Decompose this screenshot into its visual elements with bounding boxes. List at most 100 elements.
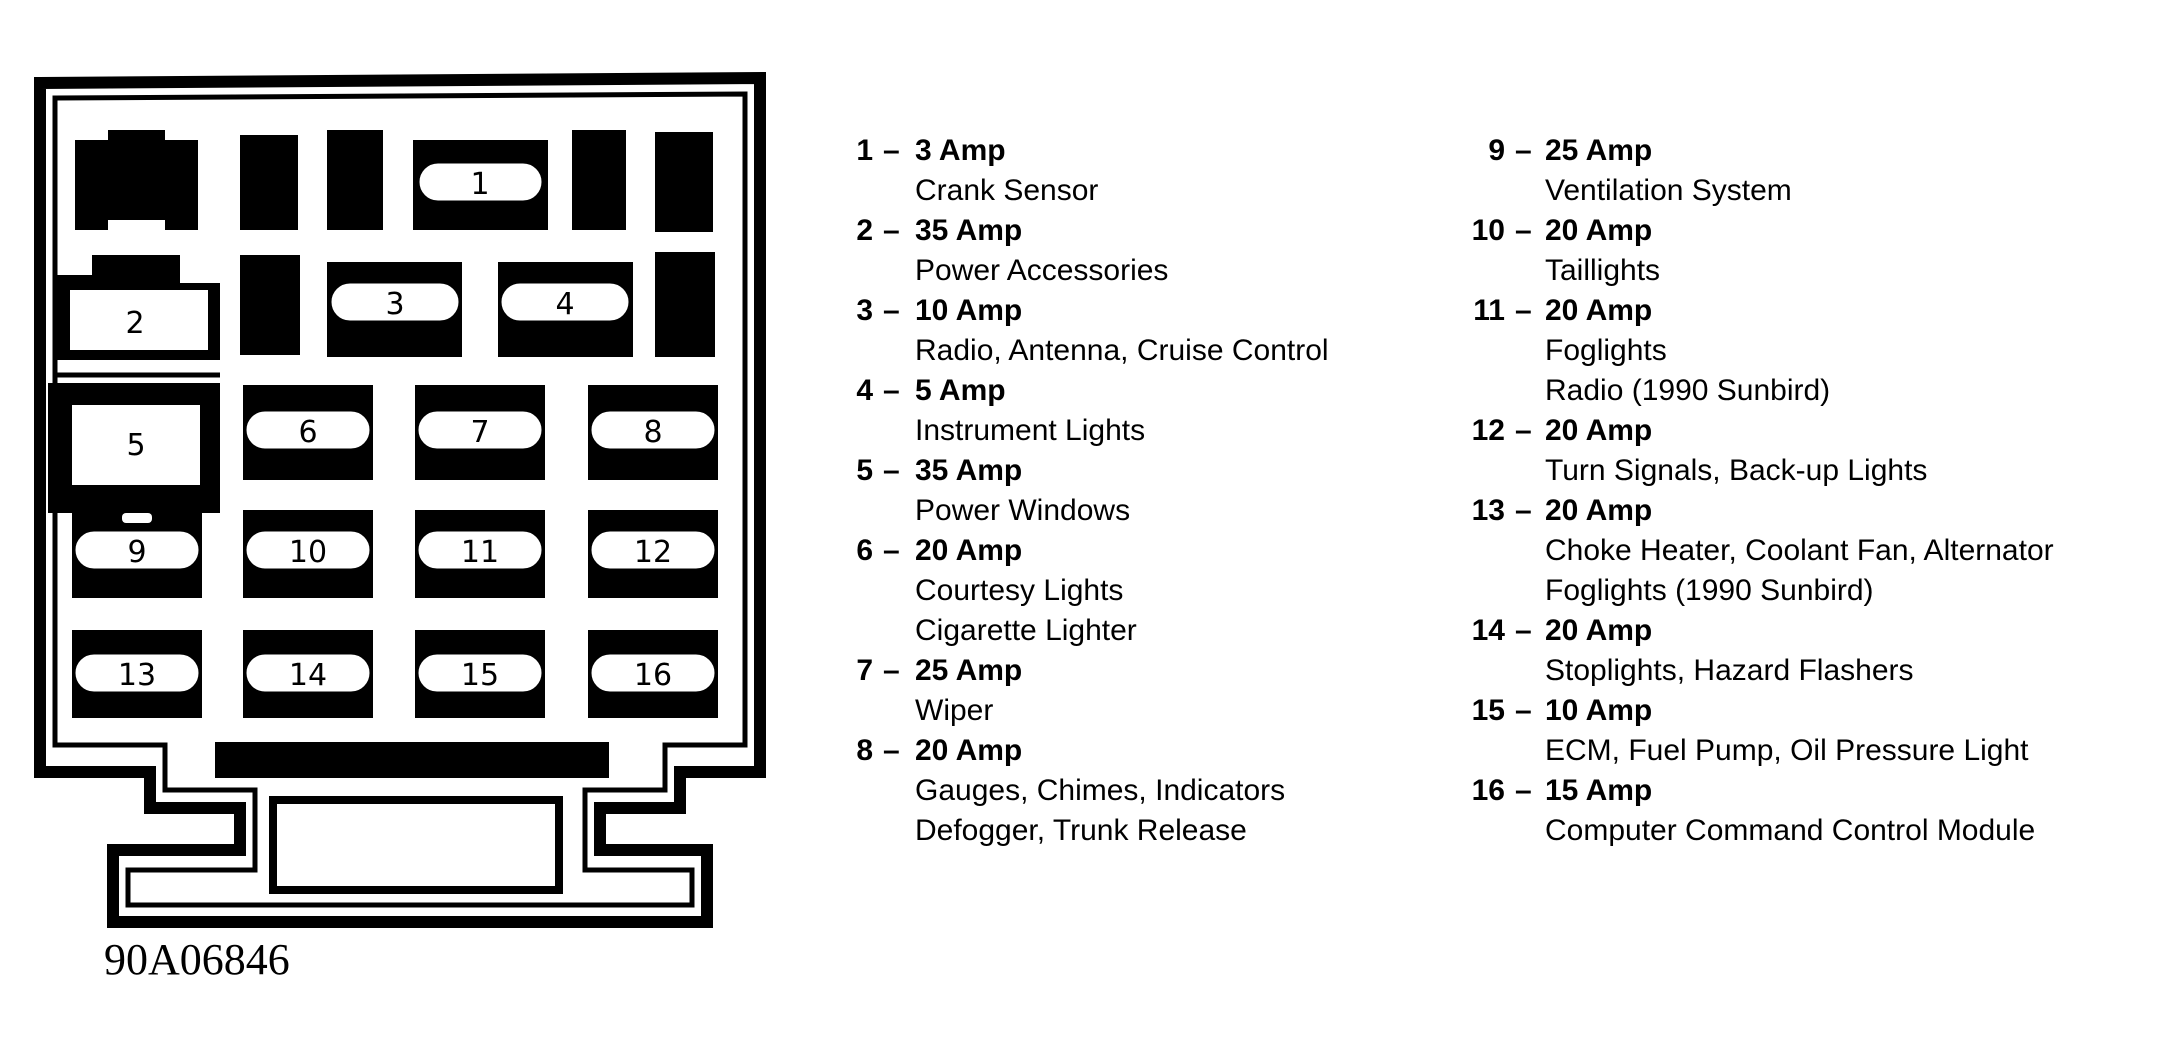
fuse-number: 12 bbox=[1471, 414, 1505, 447]
fuse-circuit: Courtesy Lights bbox=[915, 574, 1124, 607]
dash: – bbox=[883, 134, 900, 167]
fuse-number: 3 bbox=[856, 294, 873, 327]
dash: – bbox=[1515, 414, 1532, 447]
fuse-rating: 20 Amp bbox=[915, 734, 1023, 767]
fuse-rating: 20 Amp bbox=[1545, 294, 1653, 327]
fuse-row-1 bbox=[75, 130, 713, 232]
fuse-block-inner-outline bbox=[52, 91, 748, 908]
fuse-circuit: Power Windows bbox=[915, 494, 1131, 527]
fuse-circuit: Power Accessories bbox=[915, 254, 1169, 287]
dash: – bbox=[883, 374, 900, 407]
dash: – bbox=[1515, 134, 1532, 167]
fuse-number: 8 bbox=[856, 734, 873, 767]
fuse-3-label: 3 bbox=[385, 287, 404, 322]
fuse-block-diagram: 1 2 3 4 5 6 7 8 9 10 11 12 13 14 15 16 bbox=[34, 71, 766, 928]
fuse-16 bbox=[588, 651, 718, 695]
fuse-number: 2 bbox=[856, 214, 873, 247]
fuse-number: 7 bbox=[856, 654, 873, 687]
fuse-circuit: Taillights bbox=[1545, 254, 1661, 287]
fuse-rating: 35 Amp bbox=[915, 454, 1023, 487]
fuse-circuit: Crank Sensor bbox=[915, 174, 1099, 207]
fuse-rating: 20 Amp bbox=[1545, 494, 1653, 527]
fuse-3 bbox=[328, 280, 462, 324]
fuse-number: 10 bbox=[1471, 214, 1505, 247]
fuse-circuit: Stoplights, Hazard Flashers bbox=[1545, 654, 1914, 687]
fuse-entry-12: 12– 20 Amp Turn Signals, Back-up Lights bbox=[1465, 411, 2054, 491]
dash: – bbox=[1515, 774, 1532, 807]
fuse-circuit: Foglights bbox=[1545, 334, 1667, 367]
fuse-circuit: Turn Signals, Back-up Lights bbox=[1545, 454, 1928, 487]
fuse-entry-13: 13– 20 Amp Choke Heater, Coolant Fan, Al… bbox=[1465, 491, 2054, 611]
fuse-circuit: Cigarette Lighter bbox=[915, 614, 1137, 647]
fuse-legend-right: 9– 25 Amp Ventilation System 10– 20 Amp … bbox=[1465, 131, 2054, 851]
fuse-rating: 35 Amp bbox=[915, 214, 1023, 247]
fuse-9-indicator bbox=[122, 513, 152, 523]
fuse-entry-11: 11– 20 Amp Foglights Radio (1990 Sunbird… bbox=[1465, 291, 2054, 411]
fuse-14 bbox=[243, 651, 373, 695]
fuse-entry-4: 4– 5 Amp Instrument Lights bbox=[833, 371, 1329, 451]
fuse-circuit: Ventilation System bbox=[1545, 174, 1792, 207]
dash: – bbox=[883, 294, 900, 327]
dash: – bbox=[883, 454, 900, 487]
fuse-circuit: Instrument Lights bbox=[915, 414, 1146, 447]
fuse-8 bbox=[588, 408, 718, 452]
fuse-legend-left: 1– 3 Amp Crank Sensor 2– 35 Amp Power Ac… bbox=[833, 131, 1329, 851]
fuse-entry-6: 6– 20 Amp Courtesy Lights Cigarette Ligh… bbox=[833, 531, 1329, 651]
fuse-8-label: 8 bbox=[643, 415, 662, 450]
fuse-rating: 10 Amp bbox=[915, 294, 1023, 327]
fuse-block-housing bbox=[34, 71, 766, 928]
fuse-rating: 20 Amp bbox=[1545, 614, 1653, 647]
connector-slot bbox=[269, 796, 563, 894]
fuse-circuit: Choke Heater, Coolant Fan, Alternator bbox=[1545, 534, 2054, 567]
fuse-circuit: Wiper bbox=[915, 694, 994, 727]
fuse-entry-7: 7– 25 Amp Wiper bbox=[833, 651, 1329, 731]
fuse-1-label: 1 bbox=[470, 167, 489, 202]
fuse-14-label: 14 bbox=[289, 658, 327, 693]
fuse-number: 15 bbox=[1471, 694, 1505, 727]
empty-fuse-slot bbox=[655, 132, 713, 232]
fuse-number: 14 bbox=[1471, 614, 1505, 647]
fuse-6-label: 6 bbox=[298, 415, 317, 450]
fuse-rating: 15 Amp bbox=[1545, 774, 1653, 807]
empty-fuse-slot bbox=[75, 130, 198, 230]
dash: – bbox=[883, 654, 900, 687]
fuse-entry-1: 1– 3 Amp Crank Sensor bbox=[833, 131, 1329, 211]
dash: – bbox=[1515, 694, 1532, 727]
fuse-rating: 25 Amp bbox=[915, 654, 1023, 687]
fuse-circuit: Gauges, Chimes, Indicators bbox=[915, 774, 1286, 807]
fuse-9-label: 9 bbox=[127, 535, 146, 570]
fuse-13 bbox=[72, 651, 202, 695]
dash: – bbox=[1515, 214, 1532, 247]
fuse-circuit: Defogger, Trunk Release bbox=[915, 814, 1247, 847]
fuse-number: 9 bbox=[1488, 134, 1505, 167]
fuse-rating: 10 Amp bbox=[1545, 694, 1653, 727]
fuse-13-label: 13 bbox=[118, 658, 156, 693]
fuse-12-label: 12 bbox=[634, 535, 672, 570]
fuse-16-label: 16 bbox=[634, 658, 672, 693]
fuse-11-label: 11 bbox=[461, 535, 499, 570]
fuse-12 bbox=[588, 528, 718, 572]
dash: – bbox=[883, 214, 900, 247]
empty-fuse-slot bbox=[655, 252, 715, 357]
fuse-5-label: 5 bbox=[126, 428, 145, 463]
fuse-1 bbox=[416, 160, 545, 204]
fuse-number: 5 bbox=[856, 454, 873, 487]
fuse-4-label: 4 bbox=[555, 287, 574, 322]
fuse-entry-3: 3– 10 Amp Radio, Antenna, Cruise Control bbox=[833, 291, 1328, 371]
fuse-5 bbox=[72, 405, 200, 485]
fuse-number: 1 bbox=[856, 134, 873, 167]
empty-fuse-slot bbox=[240, 255, 300, 355]
fuse-rating: 20 Amp bbox=[1545, 414, 1653, 447]
empty-fuse-slot bbox=[327, 130, 383, 230]
fuse-number: 11 bbox=[1473, 294, 1505, 327]
empty-fuse-slot bbox=[572, 130, 626, 230]
fuse-7 bbox=[415, 408, 545, 452]
fuse-circuit: Computer Command Control Module bbox=[1545, 814, 2036, 847]
fuse-entry-15: 15– 10 Amp ECM, Fuel Pump, Oil Pressure … bbox=[1465, 691, 2054, 771]
fuse-number: 6 bbox=[856, 534, 873, 567]
fuse-rating: 25 Amp bbox=[1545, 134, 1653, 167]
fuse-frames bbox=[72, 385, 718, 718]
fuse-15-label: 15 bbox=[461, 658, 499, 693]
fuse-rating: 5 Amp bbox=[915, 374, 1006, 407]
fuse-labels: 1 2 3 4 5 6 7 8 9 10 11 12 13 14 15 16 bbox=[70, 160, 718, 695]
